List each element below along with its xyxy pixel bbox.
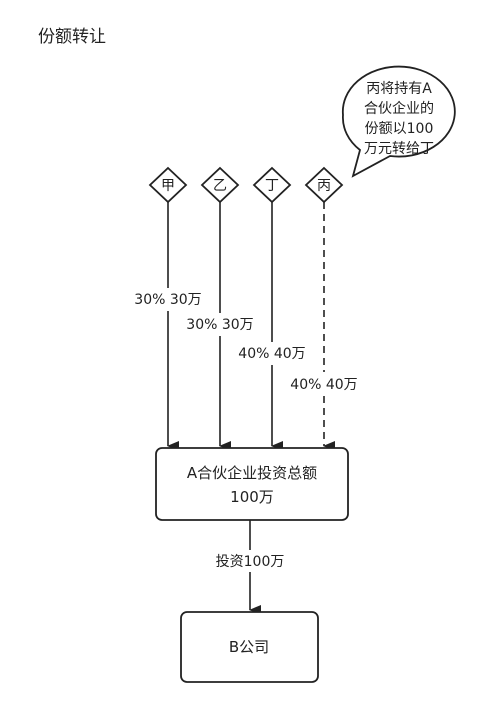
edge-jia-label: 30% 30万 (134, 292, 201, 308)
callout-line-4: 万元转给丁 (364, 141, 434, 157)
partner-ding: 丁 (252, 166, 292, 204)
enterprise-name: A合伙企业投资总额 (187, 464, 317, 482)
edge-investment-label: 投资100万 (216, 554, 285, 570)
edge-yi: 30% 30万 (186, 202, 254, 451)
callout-line-3: 份额以100 (365, 121, 434, 137)
partner-jia: 甲 (148, 166, 188, 204)
partner-yi: 乙 (200, 166, 240, 204)
edge-ding-label: 40% 40万 (238, 346, 305, 362)
edge-ding: 40% 40万 (238, 202, 306, 451)
enterprise-box: A合伙企业投资总额 100万 (155, 447, 349, 521)
callout-line-1: 丙将持有A (366, 81, 432, 97)
company-name: B公司 (229, 638, 269, 656)
edge-bing-dashed: 40% 40万 (290, 202, 358, 451)
enterprise-amount: 100万 (230, 488, 274, 506)
callout-line-2: 合伙企业的 (364, 100, 434, 117)
page-title: 份额转让 (38, 27, 106, 47)
edge-yi-label: 30% 30万 (186, 317, 253, 333)
callout-bubble: 丙将持有A 合伙企业的 份额以100 万元转给丁 (341, 65, 456, 178)
edge-jia: 30% 30万 (134, 202, 202, 451)
partner-yi-label: 乙 (213, 178, 227, 194)
edge-bing-label: 40% 40万 (290, 377, 357, 393)
company-box: B公司 (180, 611, 319, 683)
partner-bing: 丙 (304, 166, 344, 204)
partner-ding-label: 丁 (265, 178, 279, 194)
partner-jia-label: 甲 (161, 178, 175, 194)
partner-bing-label: 丙 (317, 178, 331, 194)
edge-investment: 投资100万 (216, 520, 285, 615)
